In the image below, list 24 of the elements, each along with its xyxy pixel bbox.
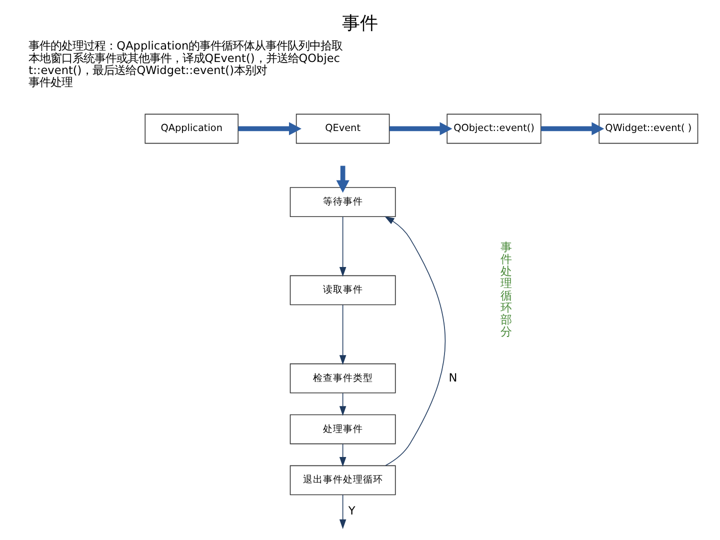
arrow xyxy=(336,166,350,193)
label: 事件处理循环部分 xyxy=(500,240,512,339)
node-box: QWidget::event( ) xyxy=(598,114,698,144)
diagram-title: 事件 xyxy=(342,12,378,34)
node-box: QApplication xyxy=(144,114,239,144)
arrow xyxy=(384,216,446,466)
node-box: QObject::event() xyxy=(446,114,542,144)
node-box: 检查事件类型 xyxy=(290,363,396,394)
edge-label: N xyxy=(448,371,458,384)
node-box: 等待事件 xyxy=(290,187,396,218)
arrow xyxy=(339,494,346,530)
edge-label: Y xyxy=(348,504,356,518)
node-box: 读取事件 xyxy=(290,275,396,306)
arrow xyxy=(541,122,604,136)
node-box: 退出事件处理循环 xyxy=(290,465,396,496)
node-box: 处理事件 xyxy=(290,414,396,444)
arrow xyxy=(339,444,346,467)
arrow xyxy=(238,122,302,136)
node-box: QEvent xyxy=(296,114,390,144)
label: 事件的处理过程：QApplication的事件循环体从事件队列中拾取本地窗口系统事件或其他事件，译成QEvent()，并送给QObject::event()，最后送给QWidget::event()本别对事件处理 xyxy=(28,40,343,90)
arrow xyxy=(339,216,346,277)
arrow xyxy=(339,304,346,365)
arrow xyxy=(389,122,452,136)
arrow xyxy=(339,392,346,416)
